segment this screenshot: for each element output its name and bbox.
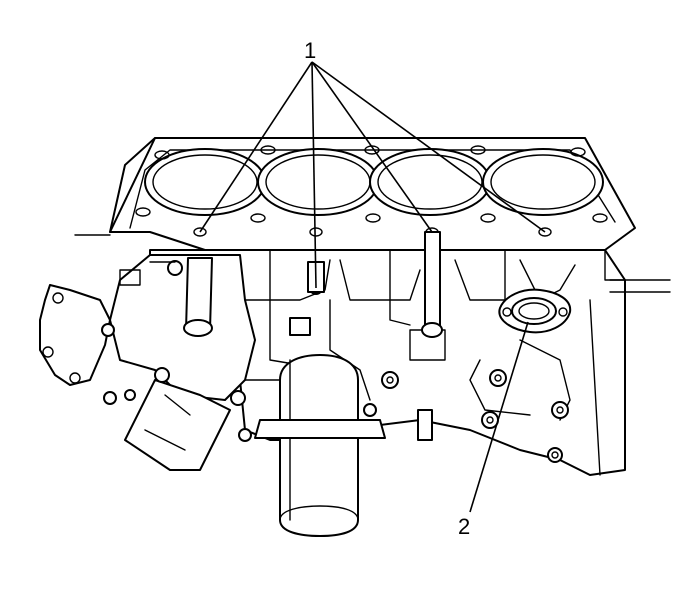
head-bolt-holes	[135, 145, 608, 237]
port-cover	[498, 288, 572, 334]
water-pump-housing	[39, 234, 256, 471]
callout-label-2: 2	[458, 514, 471, 539]
oil-filter	[254, 354, 386, 537]
oil-gallery-plugs	[289, 231, 443, 338]
callout-2-leader	[469, 321, 529, 513]
callout-1-leaders	[199, 61, 546, 289]
callout-label-1: 1	[304, 38, 317, 63]
cylinder-bores	[144, 148, 604, 216]
